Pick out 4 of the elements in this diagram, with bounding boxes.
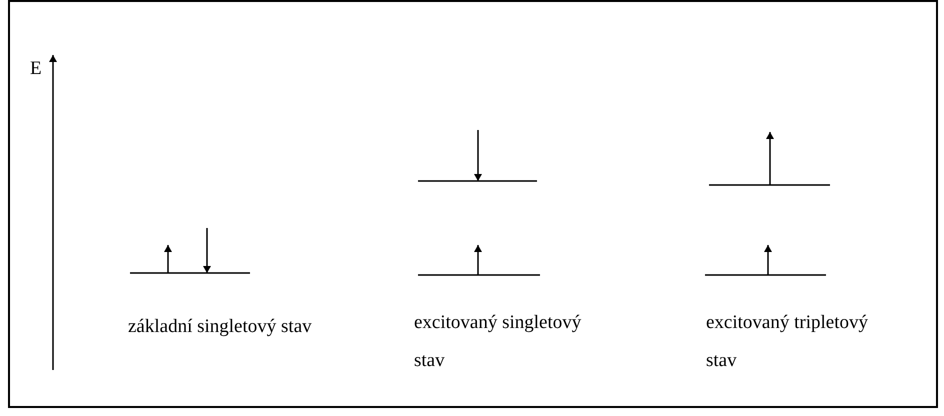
state-caption: základní singletový stav [128, 315, 313, 339]
state-caption: excitovaný singletový stav [414, 311, 582, 373]
axis-label: E [30, 57, 42, 81]
state-caption: excitovaný tripletový stav [706, 311, 869, 373]
